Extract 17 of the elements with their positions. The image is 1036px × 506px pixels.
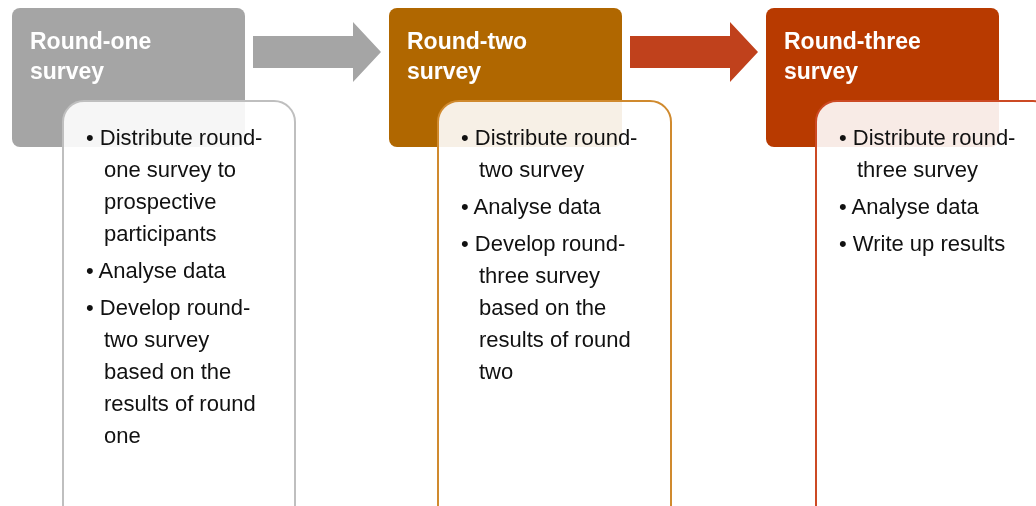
bullet-item: • Write up results: [839, 230, 1007, 258]
bullet-item: • Analyse data: [86, 257, 227, 285]
bullet-item: • Analyse data: [839, 193, 980, 221]
bullet-item: • Analyse data: [461, 193, 602, 221]
task-card: [815, 100, 1036, 506]
bullet-item: • Develop round-three survey based on the results of round two: [461, 230, 632, 386]
header-title: Round-one survey: [30, 27, 153, 86]
bullet-item: • Distribute round-one survey to prospective participants: [86, 124, 264, 248]
block-arrow: [253, 22, 381, 82]
block-arrow: [630, 22, 758, 82]
bullet-item: • Develop round-two survey based on the results of round one: [86, 294, 257, 450]
task-card: [62, 100, 296, 506]
bullet-item: • Distribute round-two survey: [461, 124, 639, 184]
header-title: Round-two survey: [407, 27, 529, 86]
header-title: Round-three survey: [784, 27, 922, 86]
bullet-item: • Distribute round-three survey: [839, 124, 1017, 184]
task-card: [437, 100, 672, 506]
